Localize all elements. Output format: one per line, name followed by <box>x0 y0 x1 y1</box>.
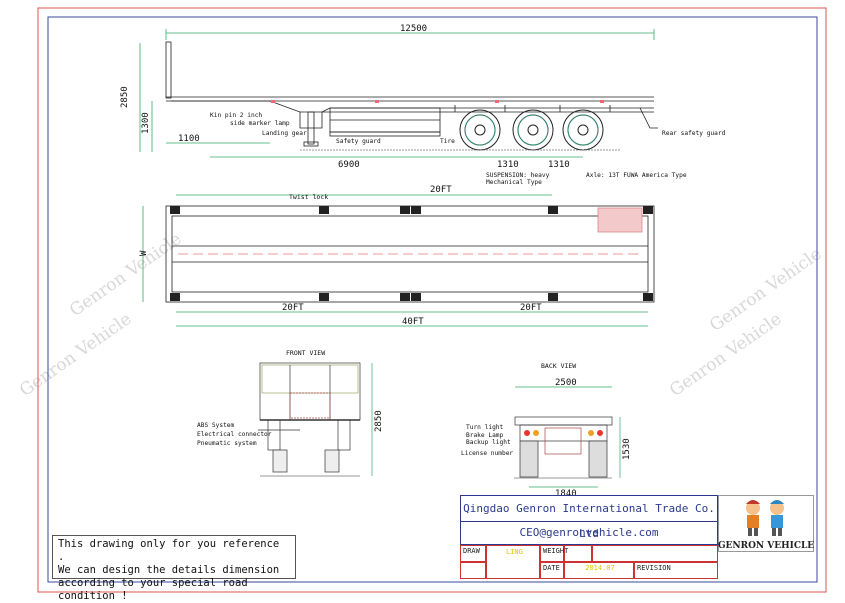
label-rear-guard: Rear safety guard <box>662 130 726 137</box>
logo-text: GENRON VEHICLE <box>717 541 815 551</box>
revision-label: REVISION <box>634 562 718 579</box>
date-value: 2014.07 <box>564 562 634 579</box>
back-view-title: BACK VIEW <box>541 362 576 370</box>
label-suspension: SUSPENSION: heavy <box>486 172 550 179</box>
dim-width: W <box>139 250 149 256</box>
reference-note: This drawing only for you reference . We… <box>52 535 296 602</box>
draw-value: LING <box>506 548 523 556</box>
label-pneumatic: Pneumatic system <box>197 440 257 447</box>
draw-blank <box>460 562 486 579</box>
dim-bottom-40ft: 40FT <box>402 317 424 327</box>
label-safety-guard: Safety guard <box>336 138 381 145</box>
dim-kingpin-axle: 6900 <box>338 160 360 170</box>
mascot-icon <box>746 500 784 536</box>
back-view <box>514 386 621 488</box>
weight-value <box>564 545 592 562</box>
front-view-title: FRONT VIEW <box>286 349 325 357</box>
dim-back-height: 1530 <box>622 438 632 460</box>
dim-axle-spacing-2: 1310 <box>548 160 570 170</box>
label-turn: Turn light <box>466 424 504 431</box>
dim-front-height: 2850 <box>374 410 384 432</box>
note-line-2: We can design the details dimension <box>58 564 280 576</box>
draw-cell <box>486 545 540 579</box>
dim-wheel-track: 1840 <box>555 489 577 499</box>
top-view <box>142 194 655 327</box>
dim-top-20ft: 20FT <box>430 185 452 195</box>
label-backup: Backup light <box>466 439 511 446</box>
company-logo <box>718 495 814 552</box>
label-side-marker: side marker lamp <box>230 120 290 127</box>
label-mechanical: Mechanical Type <box>486 179 542 186</box>
dim-length: 12500 <box>400 24 427 34</box>
weight-label: WEIGHT <box>540 545 568 562</box>
note-line-3: according to your special road condition… <box>58 577 248 602</box>
date-label: DATE <box>540 562 564 579</box>
dim-bottom-20ft-right: 20FT <box>520 303 542 313</box>
blank-cell <box>592 545 718 562</box>
label-brake: Brake Lamp <box>466 432 504 439</box>
dim-front-overhang: 1100 <box>178 134 200 144</box>
side-view <box>139 29 658 158</box>
label-license: License number <box>461 450 513 457</box>
company-email: CEO@genronvehicle.com <box>460 522 718 545</box>
label-landing-gear: Landing gear <box>262 130 307 137</box>
twist-locks <box>170 206 653 301</box>
label-abs: ABS System <box>197 422 235 429</box>
dim-bottom-20ft-left: 20FT <box>282 303 304 313</box>
dim-back-width: 2500 <box>555 378 577 388</box>
label-kingpin: Kin pin 2 inch <box>210 112 262 119</box>
dim-deck-height: 1300 <box>141 112 151 134</box>
company-name: Qingdao Genron International Trade Co. L… <box>460 495 718 540</box>
note-line-1: This drawing only for you reference . <box>58 538 280 563</box>
dim-height: 2850 <box>120 86 130 108</box>
front-view <box>258 362 373 477</box>
label-tire: Tire <box>440 138 455 145</box>
label-twist-lock: Twist lock <box>289 193 328 201</box>
label-axle: Axle: 13T FUWA America Type <box>586 172 687 179</box>
title-block: Qingdao Genron International Trade Co. L… <box>460 495 718 579</box>
draw-label: DRAW <box>460 545 486 562</box>
label-electrical: Electrical connector <box>197 431 272 438</box>
dim-axle-spacing-1: 1310 <box>497 160 519 170</box>
